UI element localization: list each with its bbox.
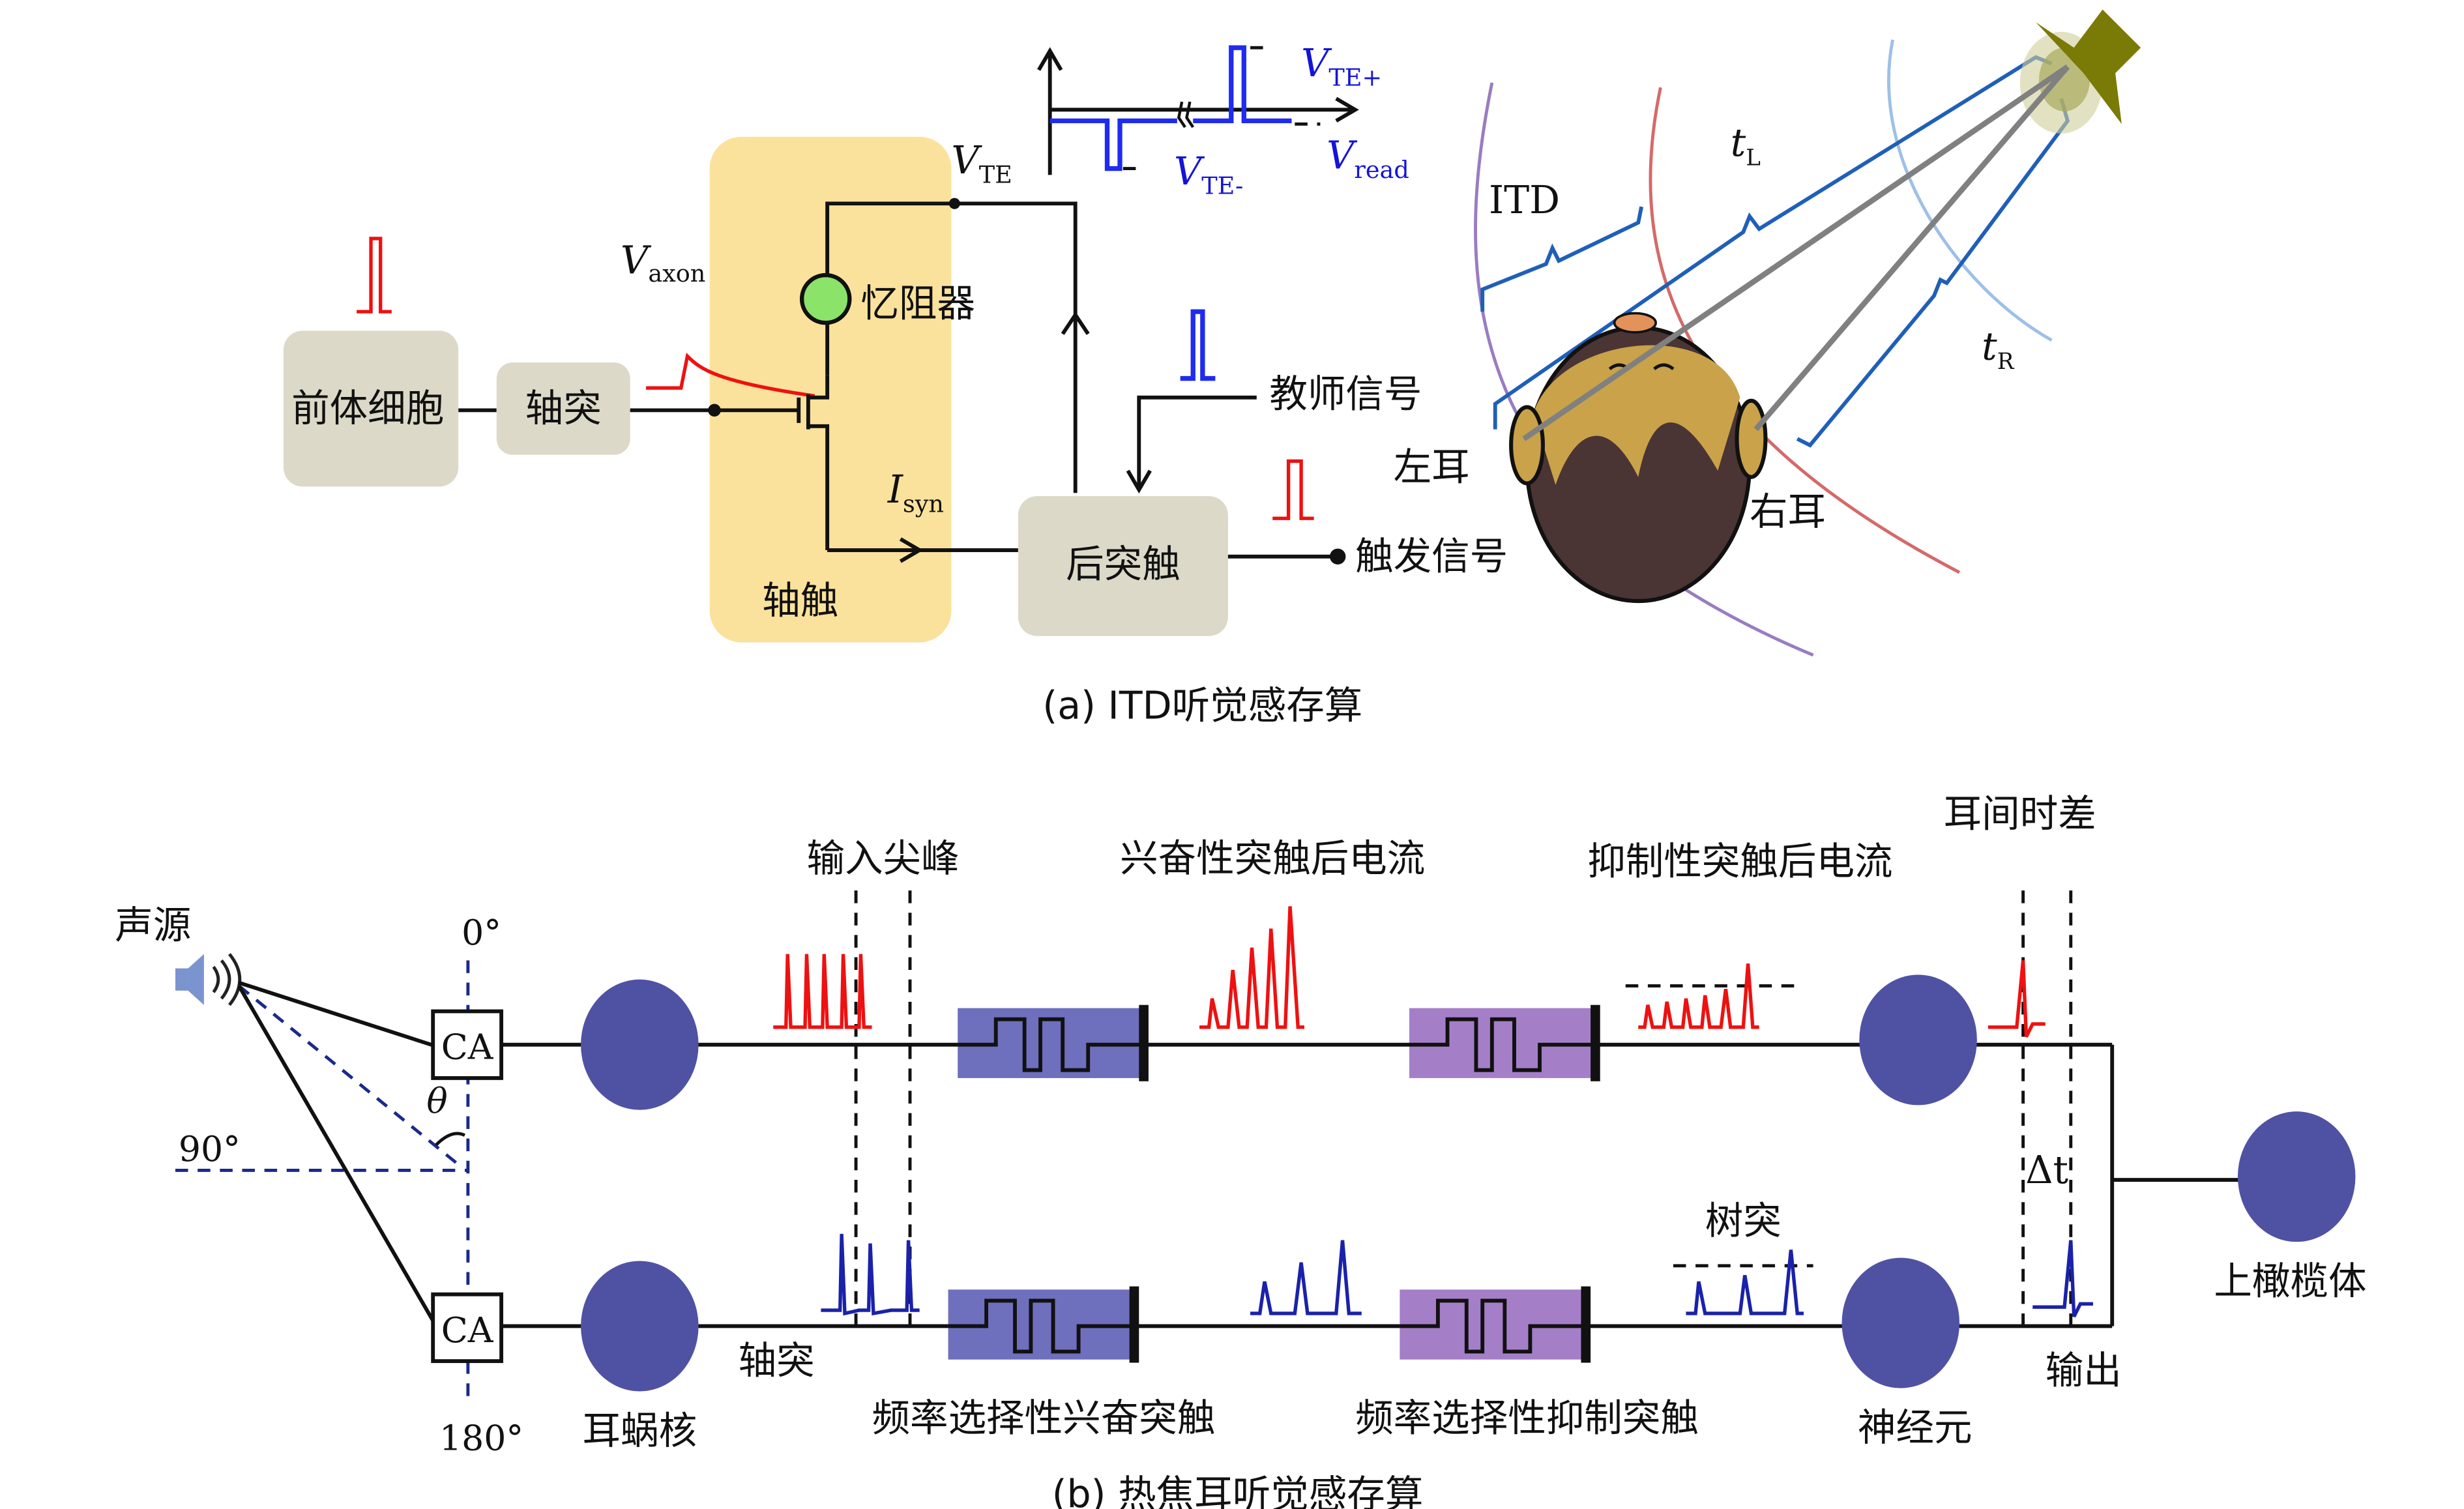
- arrow-right-icon: [899, 537, 924, 563]
- superior-olive-label: 上橄榄体: [2214, 1259, 2366, 1304]
- junction-dot: [708, 403, 721, 417]
- trigger-node: [1330, 548, 1346, 564]
- itd-label: ITD: [1489, 178, 1560, 222]
- angle-180-label: 180°: [439, 1418, 523, 1459]
- panel-b: 声源 0° 90° 180° θ CA CA 耳蜗核 轴突 输入尖峰: [115, 791, 2366, 1509]
- input-spikes-top: [773, 954, 872, 1029]
- resistor-pattern-icon: [1400, 1298, 1585, 1354]
- axis-up-arrow-icon: [1037, 47, 1063, 71]
- postsynaptic-label: 后突触: [1066, 542, 1181, 587]
- ca-bottom-label: CA: [441, 1310, 494, 1351]
- sound-source-label: 声源: [115, 903, 191, 947]
- vte-node: [948, 198, 960, 209]
- v-read-label: Vread: [1327, 134, 1409, 184]
- dendrite-label: 树突: [1705, 1199, 1782, 1243]
- trigger-signal-label: 触发信号: [1355, 534, 1508, 578]
- transistor-channel: [806, 375, 830, 551]
- synapse-region-label: 轴触: [762, 579, 838, 623]
- t-r-label: tR: [1982, 324, 2015, 375]
- resistor-pattern-icon: [1409, 1017, 1594, 1072]
- angle-90-label: 90°: [179, 1128, 241, 1169]
- axon-potential-waveform: [646, 352, 815, 398]
- neuron-top: [1859, 974, 1977, 1106]
- excitatory-current-label: 兴奋性突触后电流: [1120, 836, 1425, 881]
- excitatory-synapse-top: [958, 1004, 1149, 1081]
- inhibitory-synapse-bottom: [1400, 1286, 1591, 1363]
- theta-label: θ: [426, 1081, 447, 1122]
- superior-olive-neuron: [2237, 1111, 2356, 1242]
- speaker-icon: [2036, 9, 2141, 125]
- ca-bottom-box: [431, 1292, 504, 1364]
- axon-label-b: 轴突: [739, 1339, 815, 1383]
- output-label: 输出: [2046, 1348, 2122, 1392]
- programming-waveform: VTE+ VTE- Vread: [1037, 41, 1409, 200]
- neuron-label: 神经元: [1858, 1405, 1973, 1450]
- arrow-up-icon: [1061, 311, 1090, 335]
- caption-b: (b) 热焦耳听觉感存算: [1052, 1472, 1424, 1509]
- speaker-icon: [175, 953, 242, 1006]
- arrow-down-icon: [1126, 469, 1152, 494]
- input-spike-label: 输入尖峰: [806, 836, 959, 881]
- v-te-plus-label: VTE+: [1301, 41, 1382, 92]
- neuron-bottom: [1841, 1257, 1960, 1388]
- memristor-label: 忆阻器: [860, 281, 975, 325]
- input-spikes-bottom: [821, 1233, 920, 1316]
- cochlear-nucleus-top: [581, 979, 699, 1110]
- itd-brace: [1480, 206, 1644, 312]
- epsc-bottom: [1250, 1240, 1362, 1315]
- right-ear-icon: [1735, 398, 1768, 479]
- cochlear-nucleus-bottom: [581, 1261, 699, 1392]
- left-ear-label: 左耳: [1394, 445, 1470, 490]
- axis-break-icon: [1177, 101, 1195, 128]
- ipsc-bottom: [1686, 1250, 1804, 1315]
- presynaptic-cell-box: [283, 330, 459, 487]
- itd-label-b: 耳间时差: [1944, 791, 2096, 836]
- axon-label: 轴突: [525, 386, 602, 430]
- t-l-label: tL: [1731, 121, 1761, 171]
- memristor-icon: [799, 272, 852, 325]
- caption-a: (a) ITD听觉感存算: [1042, 684, 1362, 728]
- resistor-pattern-icon: [958, 1017, 1143, 1072]
- delta-t-label: Δt: [2025, 1148, 2068, 1192]
- path-to-left-ear: [1522, 64, 2070, 441]
- excitatory-synapse-bottom: [948, 1286, 1139, 1363]
- v-axon-label: Vaxon: [621, 239, 705, 287]
- teacher-spike: [1180, 309, 1216, 381]
- inhibitory-synapse-top: [1409, 1004, 1600, 1081]
- ipsc-top: [1638, 963, 1759, 1029]
- presynaptic-cell-label: 前体细胞: [291, 386, 444, 430]
- i-syn-label: Isyn: [887, 467, 944, 518]
- v-te-minus-label: VTE-: [1174, 149, 1243, 200]
- v-te-label: VTE: [951, 138, 1012, 189]
- angle-arc: [435, 1132, 466, 1147]
- postsynaptic-box: [1018, 496, 1228, 636]
- output-spike-top: [1987, 960, 2046, 1038]
- trigger-spike: [1272, 459, 1314, 520]
- axon-box: [496, 362, 630, 455]
- inhibitory-current-label: 抑制性突触后电流: [1587, 840, 1892, 884]
- tr-brace: [1796, 98, 2070, 448]
- excitatory-synapse-label: 频率选择性兴奋突触: [872, 1396, 1216, 1440]
- teacher-signal-label: 教师信号: [1269, 372, 1422, 416]
- path-to-right-ear: [1753, 65, 2070, 432]
- voltage-pulse-trace: [1049, 45, 1292, 171]
- epsc-top: [1199, 906, 1304, 1029]
- axis-right-arrow-icon: [1335, 96, 1359, 123]
- synapse-region: [709, 136, 952, 643]
- ca-top-label: CA: [441, 1027, 494, 1068]
- left-ear-icon: [1509, 405, 1545, 486]
- inhibitory-synapse-label: 频率选择性抑制突触: [1355, 1396, 1699, 1440]
- wire-teacher: [1137, 395, 1257, 487]
- cochlear-nucleus-label: 耳蜗核: [583, 1409, 697, 1453]
- source-direction: [238, 984, 463, 1169]
- resistor-pattern-icon: [948, 1298, 1133, 1354]
- merge-wire: [2110, 1044, 2243, 1326]
- panel-a: 轴触 前体细胞 轴突 Vaxon 忆阻器 VTE Isyn: [283, 9, 2141, 728]
- itd-head-illustration: ITD tL tR 左耳 右耳: [1394, 9, 2141, 657]
- wavefront-light-blue: [1887, 39, 2053, 342]
- right-ear-label: 右耳: [1750, 490, 1826, 534]
- presynaptic-spike: [357, 237, 392, 314]
- angle-0-label: 0°: [462, 912, 501, 953]
- output-spike-bottom: [2032, 1240, 2093, 1318]
